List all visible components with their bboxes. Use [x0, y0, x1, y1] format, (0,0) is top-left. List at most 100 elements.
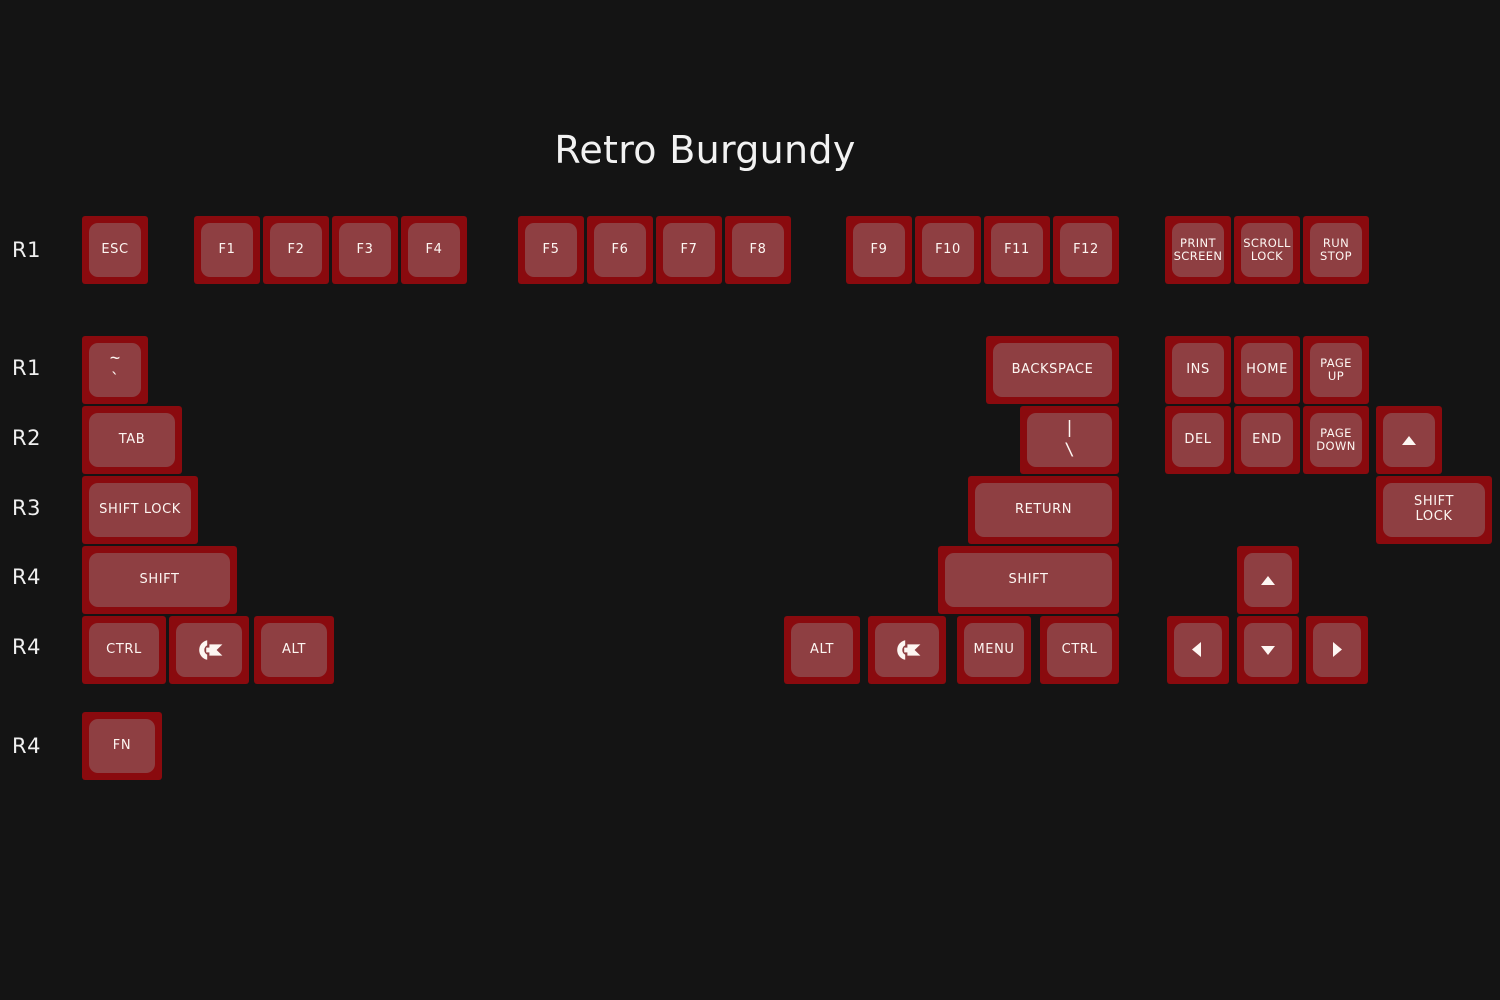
key-tab-top: TAB [89, 413, 175, 467]
key-shift-lock-left[interactable]: SHIFT LOCK [82, 476, 198, 544]
key-del-top: DEL [1172, 413, 1224, 467]
key-tilde[interactable]: ~ ` [82, 336, 148, 404]
key-f6[interactable]: F6 [587, 216, 653, 284]
key-scroll-lock-legend: SCROLL LOCK [1243, 236, 1291, 263]
key-arrow-left[interactable] [1167, 616, 1229, 684]
key-shift-left-legend: SHIFT [139, 571, 180, 587]
row-label-r1-1: R1 [12, 356, 41, 380]
key-alt-right-legend: ALT [809, 641, 835, 657]
key-tilde-legend: ~ ` [109, 348, 121, 390]
row-label-r4-5: R4 [12, 635, 41, 659]
key-f3-legend: F3 [356, 241, 374, 257]
key-f1[interactable]: F1 [194, 216, 260, 284]
key-f12-legend: F12 [1073, 241, 1099, 257]
key-menu-legend: MENU [973, 641, 1015, 657]
arrow-left-icon [1190, 641, 1206, 659]
key-backspace[interactable]: BACKSPACE [986, 336, 1119, 404]
key-f8[interactable]: F8 [725, 216, 791, 284]
key-f4[interactable]: F4 [401, 216, 467, 284]
key-f8-legend: F8 [749, 241, 767, 257]
key-run-stop[interactable]: RUN STOP [1303, 216, 1369, 284]
key-f1-top: F1 [201, 223, 253, 277]
key-f11[interactable]: F11 [984, 216, 1050, 284]
key-backspace-top: BACKSPACE [993, 343, 1112, 397]
key-fn[interactable]: FN [82, 712, 162, 780]
key-f10-legend: F10 [935, 241, 961, 257]
key-home-top: HOME [1241, 343, 1293, 397]
key-print-screen-legend: PRINT SCREEN [1173, 236, 1223, 263]
key-f9[interactable]: F9 [846, 216, 912, 284]
key-alt-left-legend: ALT [281, 641, 307, 657]
key-shift-lock-right-top: SHIFT LOCK [1383, 483, 1485, 537]
key-return[interactable]: RETURN [968, 476, 1119, 544]
key-print-screen-top: PRINT SCREEN [1172, 223, 1224, 277]
key-shift-lock-right-legend: SHIFT LOCK [1413, 494, 1455, 524]
key-page-down[interactable]: PAGE DOWN [1303, 406, 1369, 474]
key-f3[interactable]: F3 [332, 216, 398, 284]
key-arrow-down-top [1244, 623, 1292, 677]
commodore-logo-icon [892, 638, 922, 662]
key-shift-right-legend: SHIFT [1008, 571, 1049, 587]
key-arrow-up-2[interactable] [1376, 406, 1442, 474]
key-del[interactable]: DEL [1165, 406, 1231, 474]
key-commodore-left[interactable] [169, 616, 249, 684]
key-print-screen[interactable]: PRINT SCREEN [1165, 216, 1231, 284]
key-ctrl-left-top: CTRL [89, 623, 159, 677]
key-ins[interactable]: INS [1165, 336, 1231, 404]
key-esc[interactable]: ESC [82, 216, 148, 284]
row-label-r3-3: R3 [12, 496, 41, 520]
key-shift-right[interactable]: SHIFT [938, 546, 1119, 614]
key-run-stop-top: RUN STOP [1310, 223, 1362, 277]
key-f6-legend: F6 [611, 241, 629, 257]
key-f8-top: F8 [732, 223, 784, 277]
key-arrow-right[interactable] [1306, 616, 1368, 684]
key-shift-lock-left-legend: SHIFT LOCK [99, 501, 181, 517]
key-end-top: END [1241, 413, 1293, 467]
key-scroll-lock[interactable]: SCROLL LOCK [1234, 216, 1300, 284]
key-f2-top: F2 [270, 223, 322, 277]
key-page-up[interactable]: PAGE UP [1303, 336, 1369, 404]
row-label-r4-6: R4 [12, 734, 41, 758]
key-f4-top: F4 [408, 223, 460, 277]
key-page-up-top: PAGE UP [1310, 343, 1362, 397]
key-end[interactable]: END [1234, 406, 1300, 474]
key-f11-legend: F11 [1004, 241, 1030, 257]
key-esc-top: ESC [89, 223, 141, 277]
key-alt-left[interactable]: ALT [254, 616, 334, 684]
key-f7[interactable]: F7 [656, 216, 722, 284]
key-f5-top: F5 [525, 223, 577, 277]
key-tab[interactable]: TAB [82, 406, 182, 474]
key-home[interactable]: HOME [1234, 336, 1300, 404]
key-esc-legend: ESC [101, 241, 129, 257]
key-menu[interactable]: MENU [957, 616, 1031, 684]
key-f5-legend: F5 [542, 241, 560, 257]
key-f9-top: F9 [853, 223, 905, 277]
key-shift-left-top: SHIFT [89, 553, 230, 607]
key-f10[interactable]: F10 [915, 216, 981, 284]
key-tab-legend: TAB [118, 431, 146, 447]
key-arrow-down[interactable] [1237, 616, 1299, 684]
key-alt-right[interactable]: ALT [784, 616, 860, 684]
key-f5[interactable]: F5 [518, 216, 584, 284]
key-fn-legend: FN [112, 737, 132, 753]
key-f2[interactable]: F2 [263, 216, 329, 284]
key-shift-lock-right[interactable]: SHIFT LOCK [1376, 476, 1492, 544]
key-arrow-up-1[interactable] [1237, 546, 1299, 614]
key-commodore-right[interactable] [868, 616, 946, 684]
key-commodore-left-top [176, 623, 242, 677]
key-tilde-top: ~ ` [89, 343, 141, 397]
key-f12[interactable]: F12 [1053, 216, 1119, 284]
key-pipe[interactable]: | \ [1020, 406, 1119, 474]
key-shift-lock-left-top: SHIFT LOCK [89, 483, 191, 537]
key-backspace-legend: BACKSPACE [1011, 361, 1094, 377]
key-f10-top: F10 [922, 223, 974, 277]
key-home-legend: HOME [1246, 361, 1288, 377]
key-return-top: RETURN [975, 483, 1112, 537]
key-pipe-legend: | \ [1064, 418, 1075, 460]
key-ctrl-left[interactable]: CTRL [82, 616, 166, 684]
key-shift-left[interactable]: SHIFT [82, 546, 237, 614]
key-ctrl-right-top: CTRL [1047, 623, 1112, 677]
key-ctrl-right[interactable]: CTRL [1040, 616, 1119, 684]
row-label-r2-2: R2 [12, 426, 41, 450]
